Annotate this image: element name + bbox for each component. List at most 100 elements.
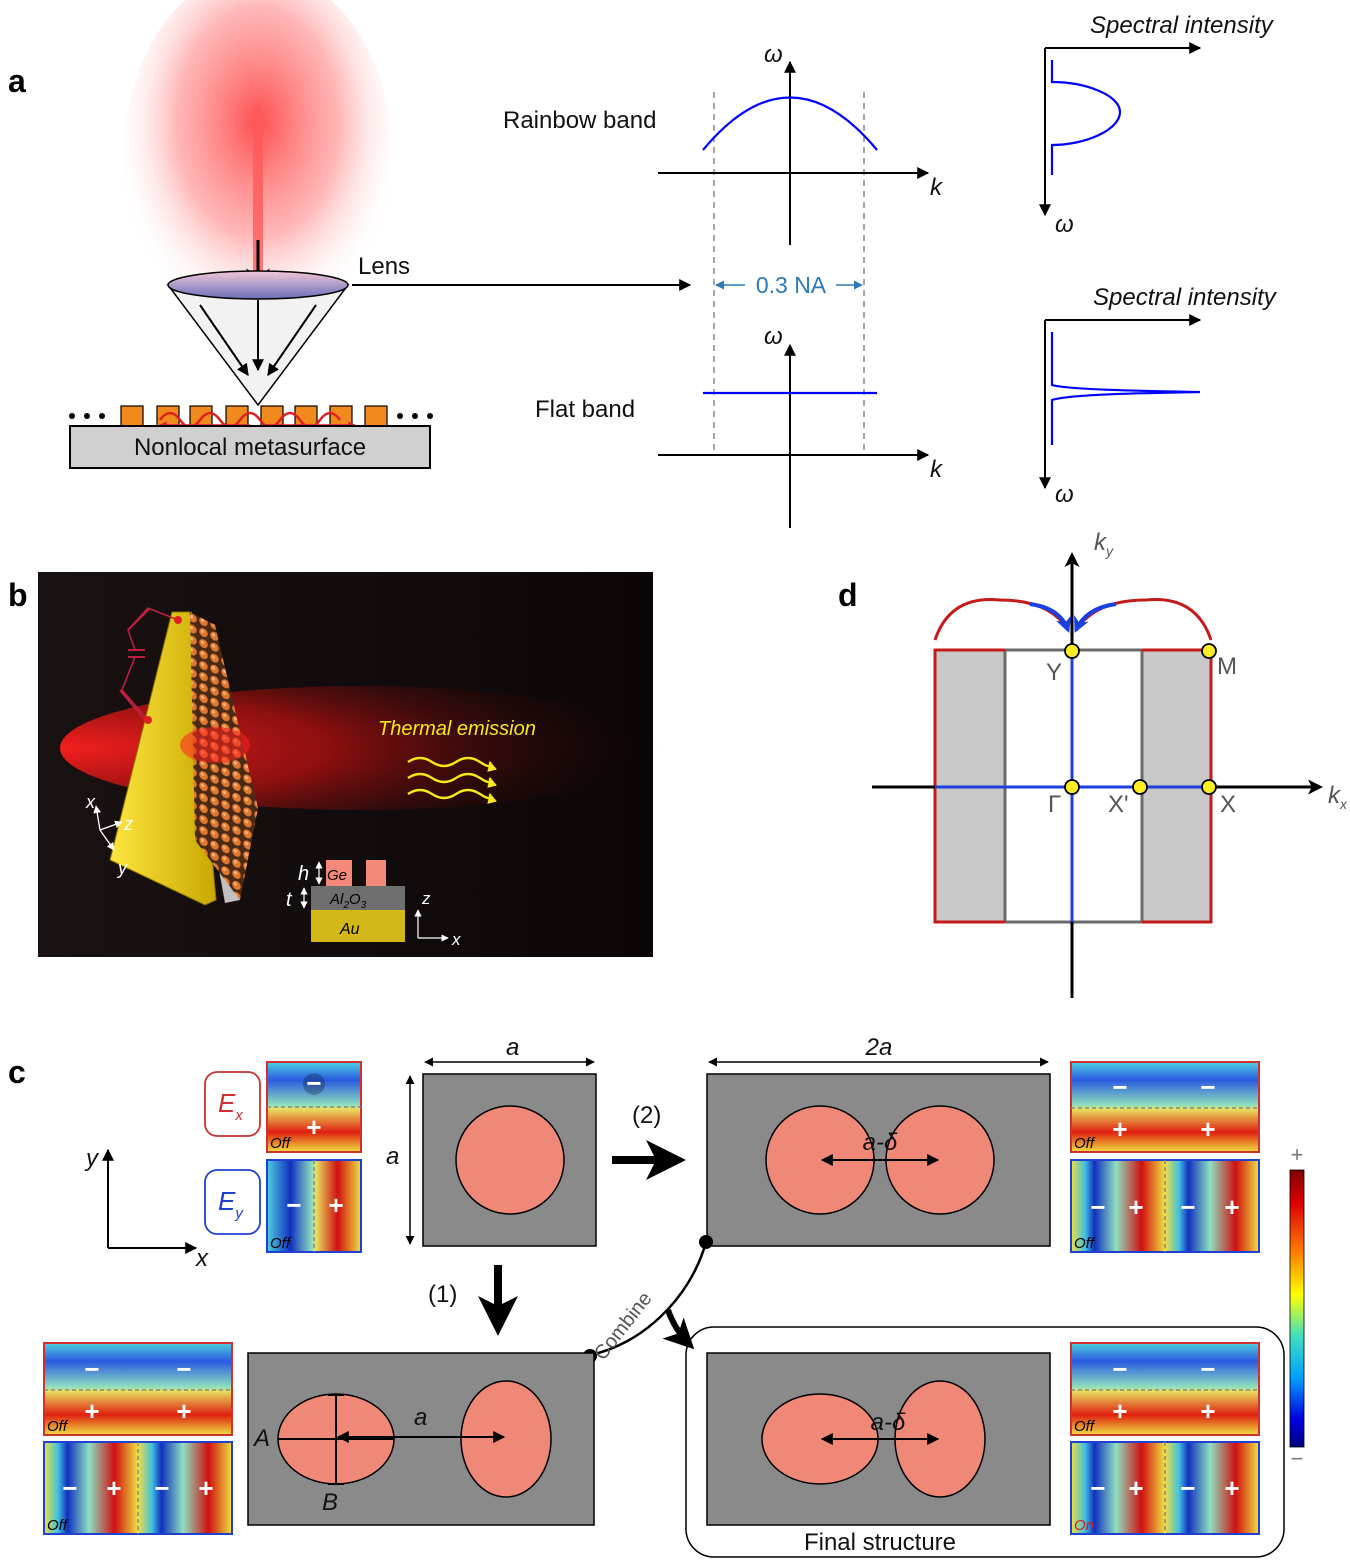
thermal-emission-label: Thermal emission [378, 718, 536, 740]
label-Xp: X' [1108, 791, 1129, 818]
fold-arc-left-blue [1029, 602, 1072, 634]
device-axis-x [93, 805, 102, 831]
svg-text:−: − [1112, 1072, 1127, 1102]
label-B: B [322, 1489, 338, 1516]
spectrum1-curve [1050, 60, 1122, 175]
svg-text:−: − [1200, 1354, 1215, 1384]
svg-text:Off: Off [1074, 1135, 1096, 1152]
point-X [1201, 779, 1217, 795]
ey-label: Ey [218, 1186, 244, 1222]
svg-text:Off: Off [47, 1517, 69, 1534]
svg-text:−: − [1180, 1473, 1195, 1503]
device-axis-z [99, 820, 123, 831]
label-ky: ky [1094, 529, 1114, 559]
label-A: A [252, 1425, 270, 1452]
colorbar-minus: − [1291, 1446, 1304, 1471]
fold-arc-right-red [1074, 598, 1213, 641]
svg-text:+: + [1224, 1192, 1239, 1222]
inset-ge-right [366, 860, 386, 886]
svg-text:+: + [176, 1396, 191, 1426]
point-Gamma [1064, 779, 1080, 795]
inset-ge-label: Ge [327, 867, 347, 884]
electrode-top [174, 616, 182, 624]
label-X: X [1220, 791, 1236, 818]
metasurface-substrate [69, 425, 431, 469]
inset-h-label: h [298, 863, 309, 885]
dim-2a-label: 2a [865, 1034, 893, 1061]
combine-curve [589, 1241, 708, 1357]
lens [167, 270, 349, 300]
electrode-bottom [144, 716, 152, 724]
field-map-final-ex: − − + + Off [1070, 1342, 1260, 1436]
svg-text:+: + [1200, 1114, 1215, 1144]
inset-ge-left [326, 860, 352, 886]
flat-k-label: k [930, 456, 944, 483]
svg-text:−: − [84, 1354, 99, 1384]
field-map-elliptical-ex: − − + + Off [43, 1342, 233, 1436]
combine-node-top [699, 1235, 713, 1249]
rainbow-band-label: Rainbow band [503, 107, 656, 134]
svg-text:Off: Off [47, 1418, 69, 1435]
device-hotspot [180, 727, 250, 763]
svg-text:+: + [84, 1396, 99, 1426]
svg-text:+: + [106, 1473, 121, 1503]
fold-arc-right-blue [1074, 602, 1117, 633]
label-kx: kx [1328, 782, 1348, 812]
point-M [1201, 643, 1217, 659]
rainbow-band-curve [702, 96, 878, 151]
svg-text:+: + [1128, 1192, 1143, 1222]
label-Gamma: Γ [1048, 791, 1061, 818]
lens-label: Lens [358, 253, 410, 280]
final-structure-label: Final structure [804, 1529, 956, 1556]
combine-arrow [662, 1308, 695, 1350]
fold-arc-left-red [933, 598, 1070, 641]
final-structure-frame [685, 1326, 1285, 1558]
svg-text:−: − [286, 1190, 301, 1220]
inset-au [311, 910, 405, 942]
svg-text:+: + [1128, 1473, 1143, 1503]
flat-band-label: Flat band [535, 396, 635, 423]
svg-text:−: − [1090, 1473, 1105, 1503]
ex-label: Ex [218, 1088, 243, 1124]
dim-a-horizontal-label: a [506, 1034, 519, 1061]
combine-label: Combine [590, 1288, 657, 1365]
spectrum1-omega-label: ω [1055, 211, 1074, 238]
device-axis-y [99, 829, 115, 851]
svg-text:−: − [1180, 1192, 1195, 1222]
colorbar [1289, 1169, 1305, 1448]
device-x-label: x [85, 792, 96, 812]
svg-text:Off: Off [270, 1235, 292, 1252]
panel-b-label: b [8, 577, 28, 613]
svg-text:Off: Off [1074, 1418, 1096, 1435]
rainbow-k-label: k [930, 174, 944, 201]
svg-text:−: − [176, 1354, 191, 1384]
spectrum2-curve [1050, 332, 1201, 445]
c-axis-y-label: y [84, 1145, 100, 1172]
svg-text:+: + [1112, 1396, 1127, 1426]
device-z-label: z [123, 814, 133, 834]
panel-c-label: c [8, 1054, 26, 1090]
flat-omega-label: ω [764, 323, 783, 350]
inset-z-label: z [421, 889, 431, 908]
svg-text:−: − [1200, 1072, 1215, 1102]
inset-au-label: Au [339, 921, 360, 938]
svg-text:+: + [198, 1473, 213, 1503]
ray-left [199, 304, 249, 376]
ray-right [267, 304, 317, 376]
label-M: M [1217, 653, 1237, 680]
inset-t-label: t [286, 889, 293, 911]
wave-3 [407, 788, 498, 804]
field-map-elliptical-ey: − + − + Off [43, 1441, 233, 1535]
ellipse-right [460, 1380, 552, 1498]
metasurface-dots [69, 413, 433, 419]
svg-text:−: − [306, 1068, 321, 1098]
field-map-dimer-ey: − + − + Off [1070, 1159, 1260, 1253]
panel-d-label: d [838, 577, 858, 613]
spectrum2-title: Spectral intensity [1093, 284, 1278, 311]
ex-box [204, 1071, 261, 1137]
svg-text:−: − [1112, 1354, 1127, 1384]
colorbar-plus: + [1291, 1142, 1304, 1167]
electrode-circuit [121, 607, 179, 721]
